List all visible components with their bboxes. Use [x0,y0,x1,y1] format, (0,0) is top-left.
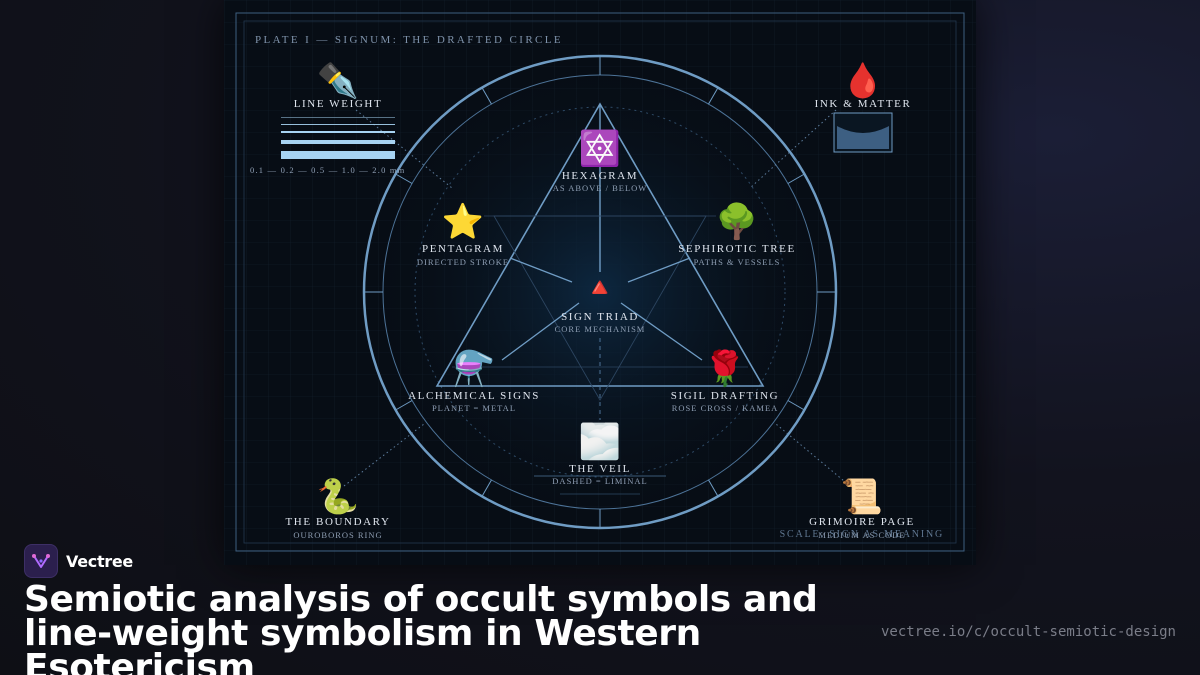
node-sigil-drafting: 🌹 SIGIL DRAFTING ROSE CROSS / KAMEA [671,348,779,413]
blood-drop-icon: 🩸 [842,61,884,101]
corner-leaders [343,109,851,487]
line-weight-scale: 0.1 — 0.2 — 0.5 — 1.0 — 2.0 mm [250,165,405,175]
outer-frame [235,12,965,552]
sephirotic-sub: PATHS & VESSELS [694,257,781,267]
fountain-pen-icon: ✒️ [317,61,359,101]
node-pentagram: ⭐ PENTAGRAM DIRECTED STROKE [417,202,509,267]
sigil-sub: ROSE CROSS / KAMEA [672,403,779,413]
source-url[interactable]: vectree.io/c/occult-semiotic-design [880,624,1176,640]
brand[interactable]: Vectree [24,544,133,578]
page-title: Semiotic analysis of occult symbols and … [24,579,818,675]
line-weight-title: LINE WEIGHT [294,98,383,110]
vectree-logo-icon [24,544,58,578]
grimoire-title: GRIMOIRE PAGE [809,516,915,528]
brand-name: Vectree [66,551,133,571]
triad-title: SIGN TRIAD [561,311,639,323]
node-hexagram: 🔯 HEXAGRAM AS ABOVE / BELOW [553,129,648,193]
boundary-title: THE BOUNDARY [285,516,390,528]
veil-title: THE VEIL [569,463,631,475]
sephirotic-title: SEPHIROTIC TREE [678,243,796,255]
ring-ticks [364,56,836,528]
hexagram-sub: AS ABOVE / BELOW [553,183,648,193]
scroll-icon: 📜 [841,477,883,517]
sigil-title: SIGIL DRAFTING [671,390,779,402]
node-the-veil: 🌫️ THE VEIL DASHED = LIMINAL [552,422,647,486]
hexagram-icon: 🔯 [579,129,621,169]
node-alchemical-signs: ⚗️ ALCHEMICAL SIGNS PLANET = METAL [408,349,540,413]
node-sephirotic-tree: 🌳 SEPHIROTIC TREE PATHS & VESSELS [678,201,796,267]
line-weight-samples [281,117,395,159]
alembic-icon: ⚗️ [453,349,495,389]
ink-well-swatch [833,112,893,153]
fog-icon: 🌫️ [579,422,621,462]
node-sign-triad: 🔺 SIGN TRIAD CORE MECHANISM [555,273,646,334]
pentagram-sub: DIRECTED STROKE [417,257,509,267]
tree-icon: 🌳 [716,201,758,242]
grimoire-sub: MEDIUM AS CODE [818,530,905,540]
rose-icon: 🌹 [704,348,746,389]
hexagram-title: HEXAGRAM [562,170,638,182]
diagram-plate: PLATE I — SIGNUM: THE DRAFTED CIRCLE [224,0,976,565]
triad-spokes [501,257,703,361]
ink-matter-title: INK & MATTER [815,98,912,110]
triad-sub: CORE MECHANISM [555,324,646,334]
plate-title: PLATE I — SIGNUM: THE DRAFTED CIRCLE [255,34,563,46]
red-triangle-icon: 🔺 [584,273,616,303]
boundary-sub: OUROBOROS RING [293,530,382,540]
inner-frame [243,20,957,544]
pentagram-title: PENTAGRAM [422,243,504,255]
star-icon: ⭐ [442,202,484,242]
alchemical-sub: PLANET = METAL [432,403,516,413]
diagram-svg: PLATE I — SIGNUM: THE DRAFTED CIRCLE [224,0,976,565]
alchemical-title: ALCHEMICAL SIGNS [408,390,540,402]
veil-sub: DASHED = LIMINAL [552,476,647,486]
snake-icon: 🐍 [317,477,359,517]
scale-note: SCALE: SIGN AS MEANING [780,529,944,540]
